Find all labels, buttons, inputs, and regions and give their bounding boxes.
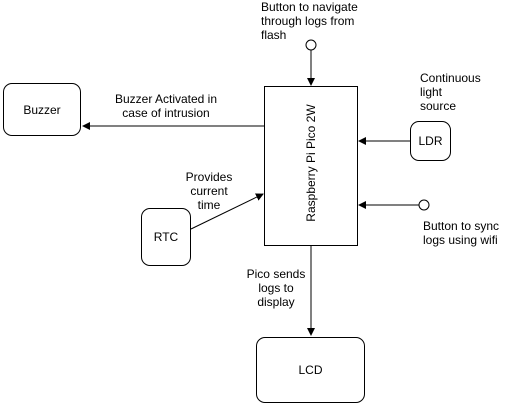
pico-label: Raspberry Pi Pico 2W — [304, 104, 318, 222]
rtc-box: RTC — [141, 208, 191, 266]
rtc-arrow — [190, 193, 264, 230]
buzzer-label: Buzzer — [23, 102, 61, 117]
rtc-edge-note: Provides current time — [185, 170, 233, 212]
buzzer-edge-note: Buzzer Activated in case of intrusion — [114, 92, 218, 120]
ldr-label: LDR — [418, 134, 443, 148]
nav-button-note: Button to navigate through logs from fla… — [261, 0, 358, 42]
buzzer-box: Buzzer — [3, 83, 81, 136]
lcd-label: LCD — [298, 363, 323, 377]
ldr-box: LDR — [410, 121, 451, 161]
rtc-label: RTC — [153, 230, 179, 244]
sync-button-note: Button to sync logs using wifi — [423, 219, 500, 247]
light-source-note: Continuous light source — [420, 71, 481, 113]
pico-box — [264, 86, 358, 246]
lcd-edge-note: Pico sends logs to display — [246, 267, 306, 309]
lcd-box: LCD — [256, 337, 365, 403]
sync-button-terminal — [418, 199, 430, 211]
